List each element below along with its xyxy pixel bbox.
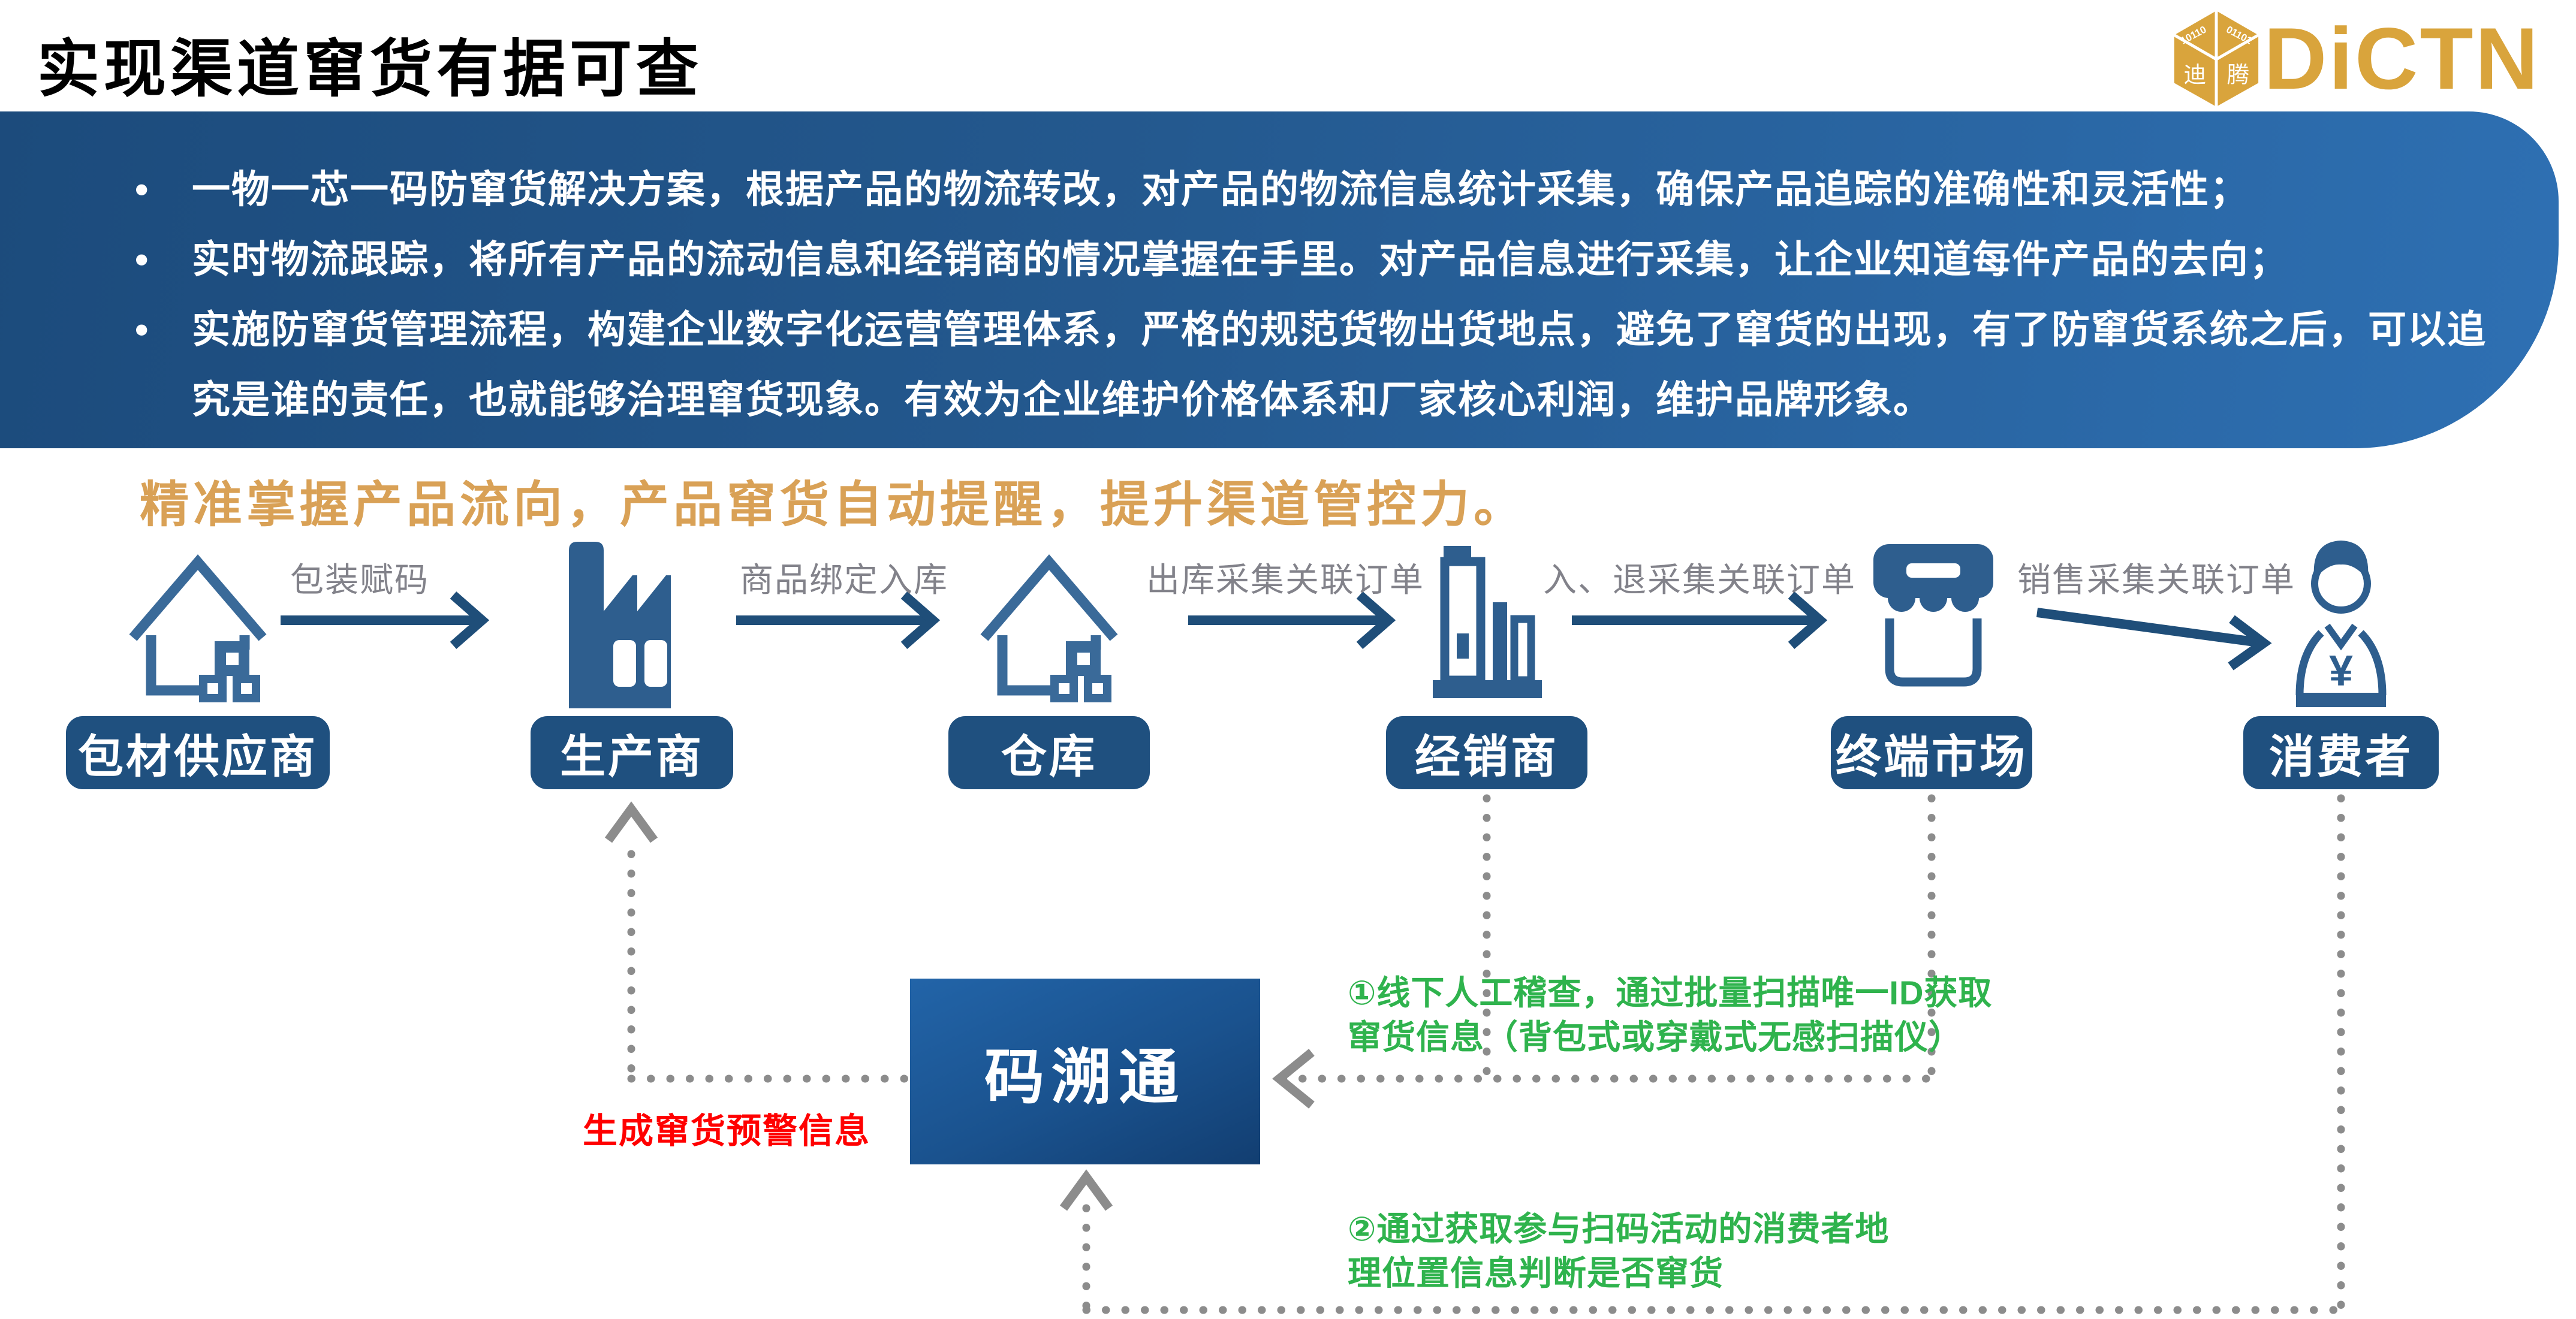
node-icon-3 [977,547,1121,707]
intro-bullet-1: 一物一芯一码防窜货解决方案，根据产品的物流转改，对产品的物流信息统计采集，确保产… [102,155,2512,225]
platform-box: 码溯通 [910,979,1260,1164]
node-label-producer: 生产商 [531,716,733,789]
intro-banner: 一物一芯一码防窜货解决方案，根据产品的物流转改，对产品的物流信息统计采集，确保产… [0,111,2559,448]
arrow-head-4 [1788,591,1828,650]
chevron-up-producer [604,801,658,843]
arrow-head-2 [900,591,941,650]
node-label-terminal-market: 终端市场 [1831,716,2032,789]
brand-logo: 10110 01101 迪 腾 DiCTN [2169,8,2540,109]
node-label-consumer: 消费者 [2243,716,2439,789]
green-note-2-line-1: ②通过获取参与扫码活动的消费者地 [1348,1210,1890,1248]
green-note-2-line-2: 理位置信息判断是否窜货 [1348,1254,1724,1292]
storefront-icon [1873,544,1993,687]
intro-bullet-list: 一物一芯一码防窜货解决方案，根据产品的物流转改，对产品的物流信息统计采集，确保产… [0,111,2559,435]
chevron-left-platform [1272,1049,1315,1109]
dotted-arrowheads [604,801,1315,1211]
node-icon-1 [126,547,270,707]
edge-label-4: 入、退采集关联订单 [1543,561,1856,599]
dotted-connectors [627,794,2345,1314]
warning-note: 生成窜货预警信息 [583,1112,871,1151]
node-label-warehouse: 仓库 [948,716,1150,789]
node-label-distributor: 经销商 [1386,716,1587,789]
node-icon-6: ¥ [2278,535,2404,713]
arrow-head-1 [450,591,490,650]
currency-symbol: ¥ [2329,647,2353,695]
factory-icon [569,542,671,708]
arrow-line-5 [2036,608,2260,647]
node-label-packaging-supplier: 包材供应商 [66,716,330,789]
arrow-head-5 [2228,615,2272,671]
cube-logo-icon: 10110 01101 迪 腾 [2173,11,2259,107]
brand-name: DiCTN [2264,10,2541,107]
office-building-icon [1433,546,1542,698]
edge-label-5: 销售采集关联订单 [2017,561,2295,599]
node-icon-5 [1864,539,2002,710]
diagram-subtitle: 精准掌握产品流向，产品窜货自动提醒，提升渠道管控力。 [140,478,1527,532]
chevron-up-platform [1059,1169,1113,1211]
person-yuan-icon: ¥ [2295,541,2387,707]
node-icon-4 [1426,542,1548,708]
edge-label-2: 商品绑定入库 [740,561,948,599]
house-packages-icon [980,554,1118,702]
cube-char-right: 腾 [2227,62,2250,87]
node-icon-2 [561,538,704,711]
green-note-1-line-1: ①线下人工稽查，通过批量扫描唯一ID获取 [1348,974,1993,1012]
green-note-1: ①线下人工稽查，通过批量扫描唯一ID获取 窜货信息（背包式或穿戴式无感扫描仪） [1348,971,1992,1060]
house-packages-icon [129,554,267,702]
cube-char-left: 迪 [2184,62,2207,87]
green-note-2: ②通过获取参与扫码活动的消费者地 理位置信息判断是否窜货 [1348,1207,1889,1296]
green-note-1-line-2: 窜货信息（背包式或穿戴式无感扫描仪） [1348,1018,1963,1056]
intro-bullet-3: 实施防窜货管理流程，构建企业数字化运营管理体系，严格的规范货物出货地点，避免了窜… [102,295,2512,435]
page-title: 实现渠道窜货有据可查 [37,35,703,104]
arrow-head-3 [1356,591,1396,650]
flow-arrows [281,591,2272,671]
edge-label-3: 出库采集关联订单 [1146,561,1424,599]
edge-label-1: 包装赋码 [290,561,429,599]
intro-bullet-2: 实时物流跟踪，将所有产品的流动信息和经销商的情况掌握在手里。对产品信息进行采集，… [102,225,2512,295]
